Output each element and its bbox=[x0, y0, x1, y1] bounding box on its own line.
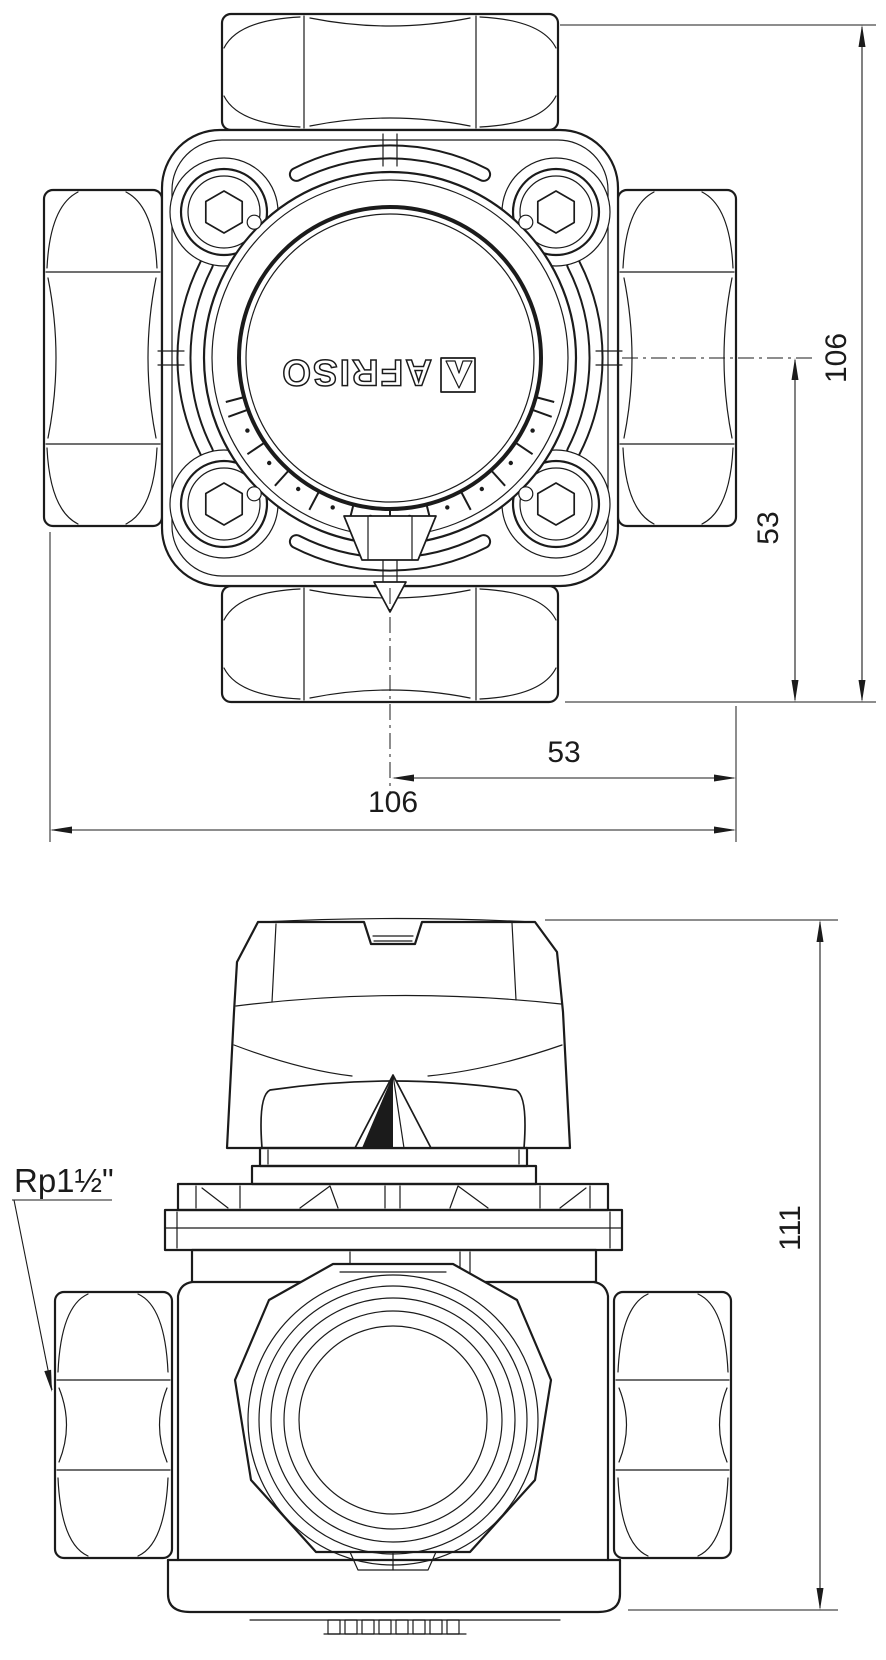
front-view: AFRISO bbox=[42, 12, 876, 842]
brand-block: AFRISO bbox=[279, 351, 476, 394]
dim-side-height: 111 bbox=[545, 919, 838, 1611]
thread-label: Rp1½" bbox=[14, 1162, 114, 1199]
side-view: Rp1½" 111 bbox=[12, 917, 838, 1635]
hex-socket-icon bbox=[536, 482, 576, 526]
hex-socket-icon bbox=[536, 190, 576, 234]
knob-nub-icon bbox=[518, 214, 534, 230]
dim-value-111: 111 bbox=[774, 1205, 807, 1251]
left-port bbox=[42, 188, 164, 528]
dim-half-width: 53 bbox=[392, 706, 737, 842]
shaft-cover bbox=[343, 515, 437, 561]
dim-value-53-height: 53 bbox=[752, 511, 785, 544]
side-right-port bbox=[612, 1290, 733, 1560]
dim-value-106-width: 106 bbox=[368, 786, 418, 819]
hex-socket-icon bbox=[204, 190, 244, 234]
front-port-boss bbox=[233, 1262, 553, 1571]
knob-nub-icon bbox=[246, 486, 262, 502]
thread-label-group: Rp1½" bbox=[12, 1162, 114, 1392]
dim-value-53-width: 53 bbox=[547, 736, 580, 769]
knob-pointer-fill bbox=[362, 1075, 393, 1148]
bottom-port-thread-icon bbox=[323, 1619, 467, 1635]
top-port bbox=[220, 12, 560, 132]
dim-total-height: 106 bbox=[560, 24, 876, 703]
dim-half-height: 53 bbox=[752, 358, 799, 702]
afriso-triangle-icon bbox=[445, 360, 473, 389]
mounting-slots bbox=[157, 133, 623, 583]
knob-nub-icon bbox=[518, 486, 534, 502]
side-left-port bbox=[53, 1290, 174, 1560]
knob-nub-icon bbox=[246, 214, 262, 230]
dim-total-width: 106 bbox=[49, 532, 736, 842]
hex-socket-icon bbox=[204, 482, 244, 526]
knob-dial: AFRISO bbox=[202, 170, 578, 613]
leader-line bbox=[13, 1199, 53, 1391]
handle-knob bbox=[225, 917, 572, 1186]
dim-value-106-height: 106 bbox=[820, 333, 853, 383]
leader-arrow-icon bbox=[44, 1369, 52, 1392]
afriso-wordmark: AFRISO bbox=[280, 352, 432, 393]
